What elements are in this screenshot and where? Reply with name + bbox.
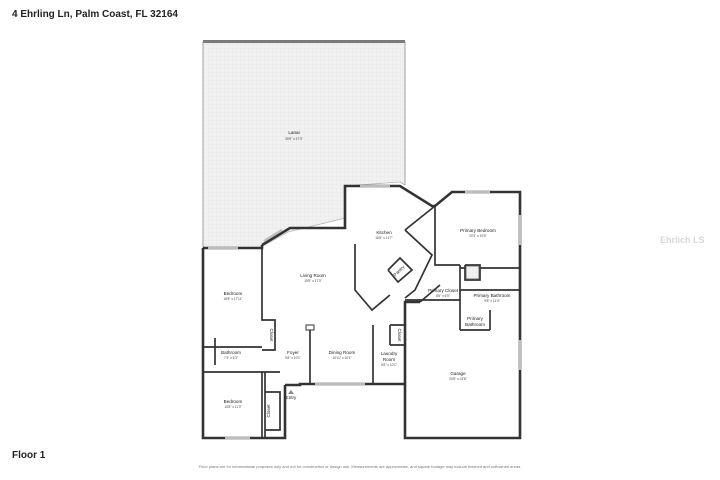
primary-closet-dims: 8'5" x 6'5" [436,294,450,298]
primary-bedroom-dims: 20'3" x 19'5" [469,234,486,238]
lanai-label: Lanai [288,130,299,135]
lanai-dims: 35'9" x 37'3" [285,137,302,141]
property-address: 4 Ehrling Ln, Palm Coast, FL 32164 [12,9,178,20]
watermark: Ehrlich LS [660,235,705,245]
bedroom2-dims: 15'8" x 11'3" [224,405,241,409]
primary-bathroom2-label-2: Bathroom [465,322,485,327]
entry-label: Entry [286,395,297,400]
bathroom-dims: 7'3" x 6'3" [224,356,238,360]
dining-room-dims: 10'11" x 10'1" [332,356,351,360]
bathroom-label: Bathroom [221,350,241,355]
living-room-dims: 19'5" x 17'3" [304,279,321,283]
primary-bathroom2-label-1: Primary [467,316,484,321]
closet2-label: Closet [397,328,402,342]
garage-label: Garage [450,371,466,376]
interior-walls [202,205,520,438]
pantry-label: Pantry [392,264,405,277]
laundry-dims: 5'8" x 10'1" [381,363,397,367]
primary-bedroom-label: Primary Bedroom [460,228,496,233]
dining-room-label: Dining Room [329,350,356,355]
bedroom2-label: Bedroom [224,399,243,404]
disclaimer-text: Floor plans are for informational purpos… [198,464,522,469]
floor-label: Floor 1 [12,450,46,461]
fireplace [305,324,315,331]
lanai-area [202,41,406,249]
primary-closet-label: Primary Closet [428,288,459,293]
kitchen-label: Kitchen [376,230,392,235]
entry-arrow-icon [288,390,294,394]
laundry-label-2: Room [383,357,395,362]
closet3-label: Closet [266,404,271,418]
garage-dims: 20'8" x 23'8" [449,377,466,381]
foyer-dims: 5'8" x 10'1" [285,356,301,360]
foyer-label: Foyer [287,350,299,355]
primary-bathroom-label: Primary Bathroom [473,293,510,298]
shower-area [465,265,480,280]
living-room-label: Living Room [300,273,326,278]
primary-bathroom-dims: 9'8" x 11'4" [484,299,499,303]
bedroom1-label: Bedroom [224,291,243,296]
kitchen-dims: 16'5" x 21'7" [375,236,392,240]
laundry-label-1: Laundry [381,351,398,356]
closet1-label: Closet [269,328,274,342]
windows [208,184,522,440]
bedroom1-dims: 18'8" x 17'11" [223,297,242,301]
